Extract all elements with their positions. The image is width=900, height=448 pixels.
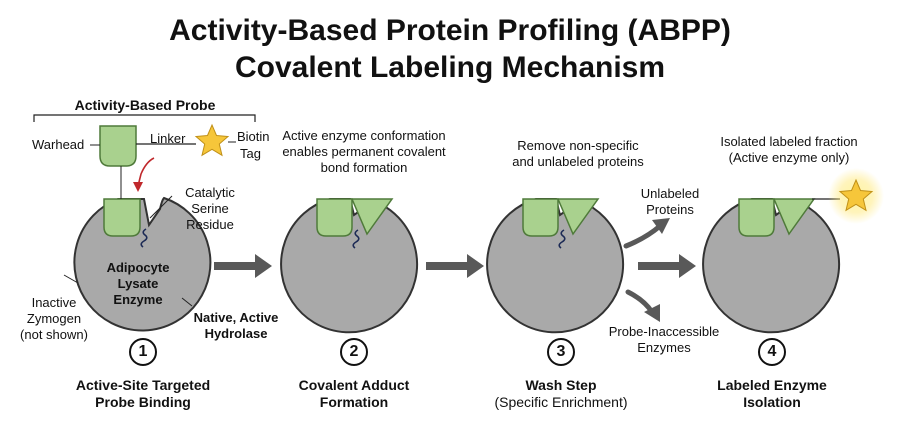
step-2-number: 2 (349, 343, 359, 360)
inactive-label-line-2: Zymogen (26, 311, 82, 326)
linker-label: Linker (150, 131, 186, 146)
enzyme-4-adduct (772, 198, 816, 236)
title-line-2: Covalent Labeling Mechanism (234, 51, 666, 84)
step-4-caption-line-1: Labeled Enzyme (717, 377, 827, 393)
enzyme-label-line-3: Enzyme (113, 292, 163, 307)
native-label-line-2: Hydrolase (204, 326, 268, 341)
binding-red-arrowhead (133, 182, 143, 192)
step-4-circle (758, 338, 786, 366)
free-probe-warhead (99, 125, 137, 167)
enzyme-3-serine-icon (558, 229, 566, 249)
inaccessible-label-line-2: Enzymes (637, 340, 691, 355)
step-2-caption-line-2: Formation (319, 394, 389, 410)
enzyme-4-warhead (738, 198, 775, 237)
inaccessible-label-line-1: Probe-Inaccessible (608, 324, 720, 339)
step-3-number: 3 (556, 343, 566, 360)
step-1-number: 1 (138, 343, 148, 360)
residue-label-line-3: Residue (186, 217, 234, 232)
tag-label-line-2: Tag (240, 146, 261, 161)
enzyme-2-warhead (316, 198, 353, 237)
enzyme-2-serine-icon (352, 229, 360, 249)
residue-label-line-1: Catalytic (185, 185, 235, 200)
enzyme-3-body (486, 198, 625, 334)
step-3-note-line-2: and unlabeled proteins (512, 154, 644, 169)
step-4-note-line-1: Isolated labeled fraction (720, 134, 858, 149)
wash-arrow-up (623, 223, 663, 249)
step-2-note-line-2: enables permanent covalent (282, 144, 446, 159)
inactive-label-line-1: Inactive (31, 295, 77, 310)
flow-arrow-1 (214, 254, 272, 278)
binding-red-arrow (137, 157, 155, 187)
enzyme-4-body (702, 198, 841, 334)
residue-label-line-2: Serine (191, 201, 229, 216)
enzyme-label-line-1: Adipocyte (106, 260, 170, 275)
step-1-caption-line-2: Probe Binding (95, 394, 191, 410)
step-3-caption-line-1: Wash Step (525, 377, 597, 393)
enzyme-3-adduct (556, 198, 600, 236)
probe-header: Activity-Based Probe (74, 97, 216, 113)
enzyme-1-probe-bound (103, 198, 141, 237)
enzyme-2-adduct (350, 198, 394, 236)
step-3-caption-line-2: (Specific Enrichment) (494, 394, 628, 410)
step-1-circle (129, 338, 157, 366)
probe-bracket (33, 114, 256, 122)
labeled-biotin-star-icon (838, 178, 874, 212)
flow-arrow-2 (426, 254, 484, 278)
serine-residue-icon (140, 228, 148, 248)
step-4-number: 4 (767, 343, 777, 360)
step-4-caption-line-2: Isolation (743, 394, 801, 410)
step-3-circle (547, 338, 575, 366)
native-label-line-1: Native, Active (193, 310, 279, 325)
step-4-note-line-2: (Active enzyme only) (728, 150, 850, 165)
inactive-label-line-3: (not shown) (20, 327, 88, 342)
step-2-caption-line-1: Covalent Adduct (298, 377, 410, 393)
enzyme-3-warhead (522, 198, 559, 237)
title-line-1: Activity-Based Protein Profiling (ABPP) (169, 14, 731, 47)
wash-arrow-down (625, 289, 655, 315)
residue-pointer (149, 195, 173, 219)
enzyme-2-body (280, 198, 419, 334)
native-pointer (181, 297, 193, 307)
step-1-caption-line-1: Active-Site Targeted (75, 377, 211, 393)
step-2-note-line-1: Active enzyme conformation (282, 128, 446, 143)
warhead-label: Warhead (32, 137, 85, 152)
unlabeled-label-line-2: Proteins (646, 202, 694, 217)
enzyme-label-line-2: Lysate (117, 276, 159, 291)
tag-label-line-1: Biotin (237, 129, 270, 144)
flow-arrow-3 (638, 254, 696, 278)
inactive-pointer (63, 274, 79, 284)
free-biotin-star-icon (194, 123, 230, 157)
unlabeled-label-line-1: Unlabeled (640, 186, 700, 201)
step-3-note-line-1: Remove non-specific (517, 138, 639, 153)
step-2-circle (340, 338, 368, 366)
step-2-note-line-3: bond formation (320, 160, 408, 175)
wash-arrow-up-head (652, 218, 670, 234)
wash-arrow-down-head (644, 304, 660, 322)
